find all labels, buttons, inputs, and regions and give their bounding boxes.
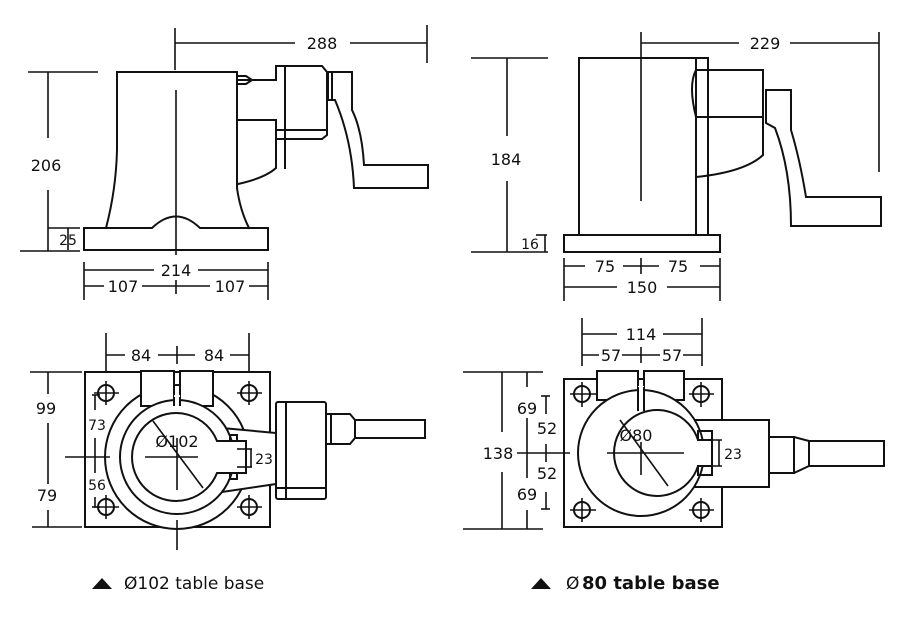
split-gap	[638, 386, 644, 401]
body-outline	[104, 71, 251, 230]
dim-base-width: 150	[627, 278, 658, 297]
worm-shaft	[325, 413, 426, 445]
radius-leader	[152, 420, 204, 489]
dim-upper-inner: 52	[537, 419, 557, 438]
mounting-hole	[94, 381, 119, 405]
dim-half-left: 107	[108, 277, 139, 296]
dim-upper-outer: 69	[517, 399, 537, 418]
mounting-hole	[689, 382, 714, 407]
dim-key-width: 23	[724, 447, 742, 463]
dim-overall-length: 229	[750, 34, 781, 53]
crank-handle	[765, 89, 882, 227]
dim-key-width: 23	[255, 452, 273, 468]
plan-view-80: Ø80 23 114 57 57 138	[463, 318, 885, 594]
housing-curve	[691, 68, 698, 119]
radius-leader	[619, 419, 669, 487]
mounting-hole	[237, 495, 262, 519]
body-outline	[578, 57, 709, 236]
split-gap	[174, 395, 180, 410]
mounting-hole	[570, 382, 596, 407]
triangle-icon	[531, 578, 551, 589]
worm-housing	[237, 65, 328, 140]
caption-symbol: Ø	[566, 574, 579, 594]
dim-base-width: 214	[161, 261, 192, 280]
dim-hole-upper: 73	[88, 418, 106, 434]
mounting-hole	[237, 381, 262, 405]
dim-overall-length: 288	[307, 34, 338, 53]
dim-lower: 79	[37, 486, 57, 505]
bore-label: Ø80	[620, 426, 653, 445]
caption: 80 table base	[582, 573, 720, 594]
dim-total-width: 114	[626, 325, 657, 344]
base-arch	[83, 215, 269, 251]
bore-label: Ø102	[155, 432, 198, 451]
dim-hole-right: 57	[662, 346, 682, 365]
dim-height: 206	[31, 156, 62, 175]
dim-hole-left: 84	[131, 346, 151, 365]
mounting-hole	[570, 498, 596, 522]
dim-base-thickness: 16	[521, 237, 539, 253]
mounting-hole	[689, 498, 714, 522]
side-view-80: 229 184 16 75 75 150	[471, 32, 882, 301]
side-view-102: 288 206 25 214 107 107	[20, 25, 429, 300]
dim-hole-left: 57	[601, 346, 621, 365]
keyway	[697, 430, 713, 476]
dim-hole-right: 84	[204, 346, 224, 365]
dim-half-right: 107	[215, 277, 246, 296]
triangle-icon	[92, 578, 112, 589]
worm-housing	[694, 69, 764, 179]
dim-upper: 99	[36, 399, 56, 418]
worm-shaft	[768, 436, 885, 474]
dim-base-thickness: 25	[59, 233, 77, 249]
dim-lower-outer: 69	[517, 485, 537, 504]
crank-handle	[327, 71, 429, 189]
base-plate	[563, 234, 721, 253]
housing-lower	[236, 119, 277, 186]
caption: Ø102 table base	[124, 574, 264, 594]
keyway	[229, 434, 238, 480]
dim-total-height: 138	[483, 444, 514, 463]
dim-hole-lower: 56	[88, 478, 106, 494]
dim-lower-inner: 52	[537, 464, 557, 483]
plan-view-102: Ø102 23 84 84 99 79	[30, 333, 426, 594]
dim-half-right: 75	[668, 257, 688, 276]
dim-half-left: 75	[595, 257, 615, 276]
worm-housing	[275, 401, 327, 500]
dim-height: 184	[491, 150, 522, 169]
